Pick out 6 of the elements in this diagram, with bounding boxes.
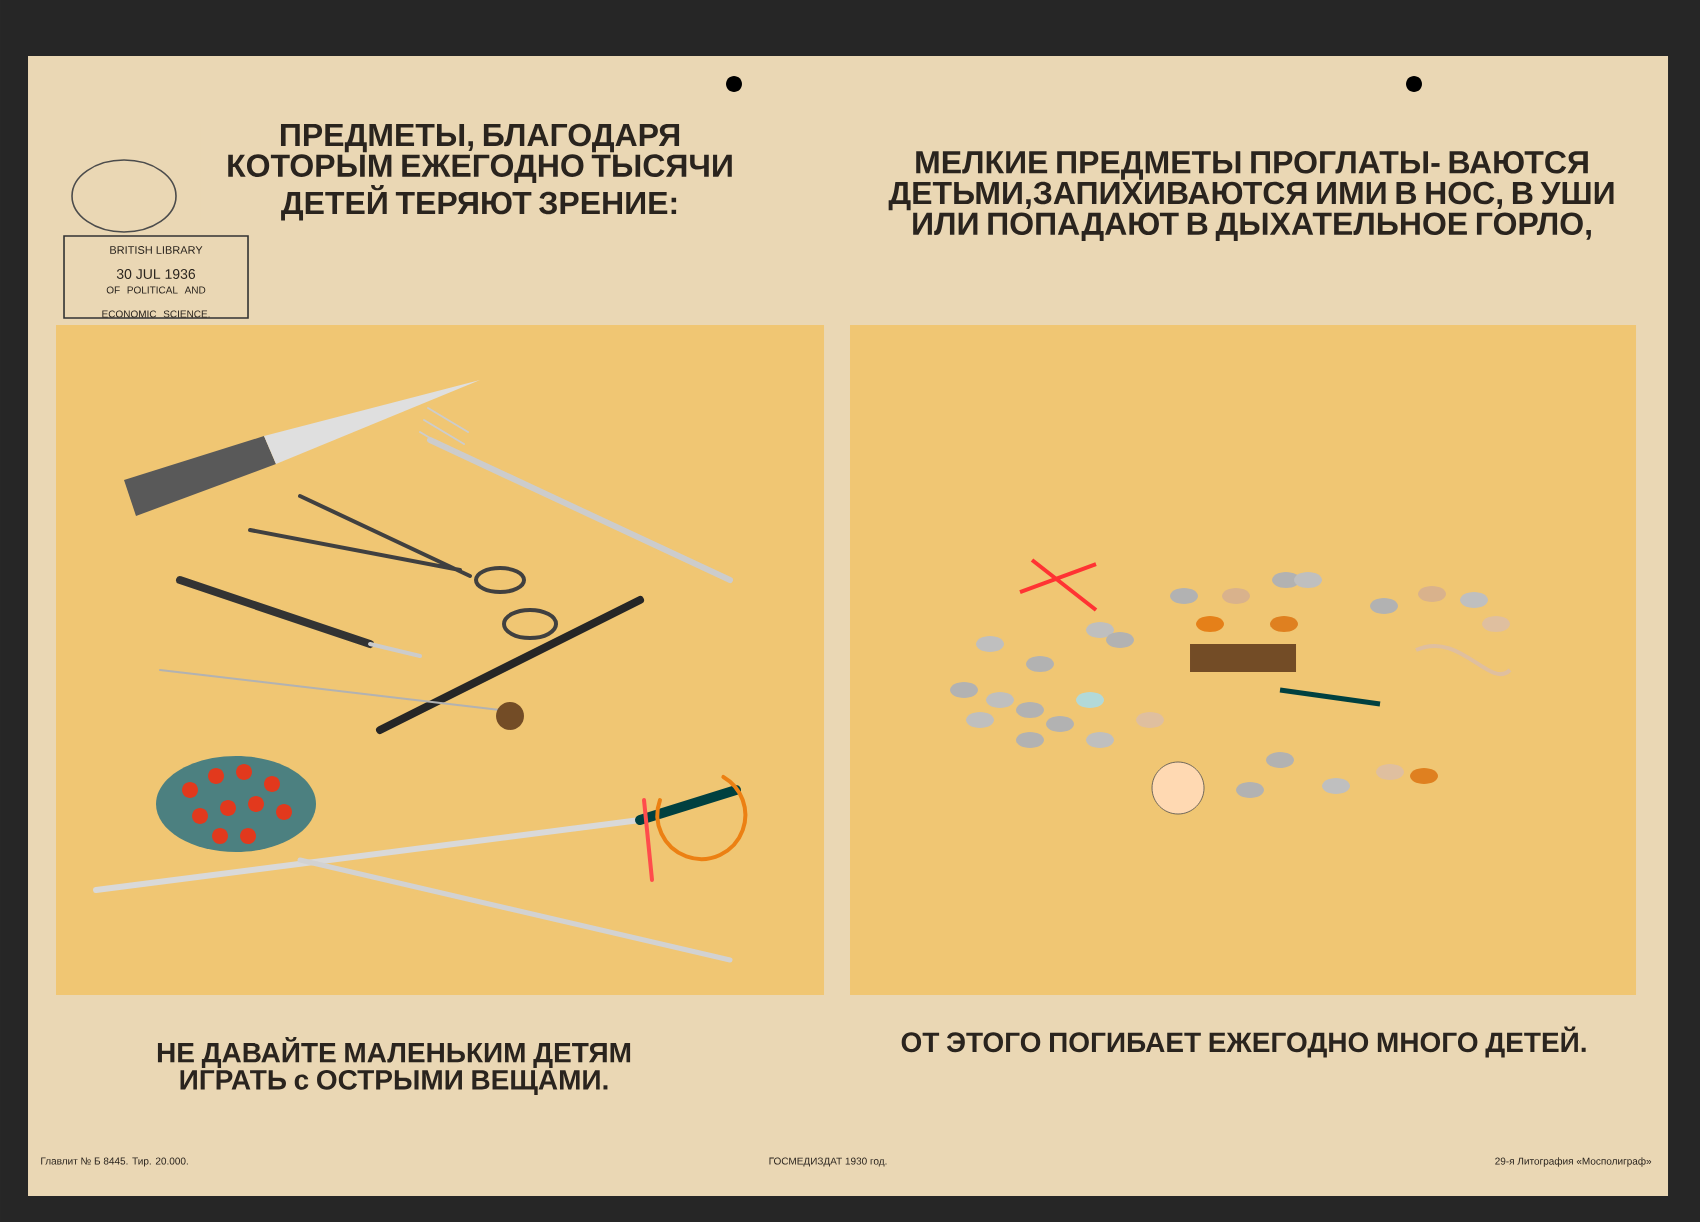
heading: ПРЕДМЕТЫ, БЛАГОДАРЯ КОТОРЫМ ЕЖЕГОДНО ТЫСЯЧИ ДЕТЕЙ ТЕРЯЮТ ЗРЕНИЕ: [200,123,760,221]
picture-panel [56,325,824,995]
picture-panel [850,325,1636,995]
caption: ОТ ЭТОГО ПОГИБАЕТ ЕЖЕГОДНО МНОГО ДЕТЕЙ. [901,1026,1586,1058]
caption: НЕ ДАВАЙТЕ МАЛЕНЬКИМ ДЕТЯМ ИГРАТЬ с ОСТРЫМИ ВЕЩАМИ. [157,1036,631,1096]
heading: МЕЛКИЕ ПРЕДМЕТЫ ПРОГЛАТЫ- ВАЮТСЯ ДЕТЬМИ,ЗАПИХИВАЮТСЯ ИМИ В НОС, В УШИ ИЛИ ПОПАДАЮТ В ДЫХАТЕЛЬНОЕ ГОРЛО, [888,150,1614,242]
